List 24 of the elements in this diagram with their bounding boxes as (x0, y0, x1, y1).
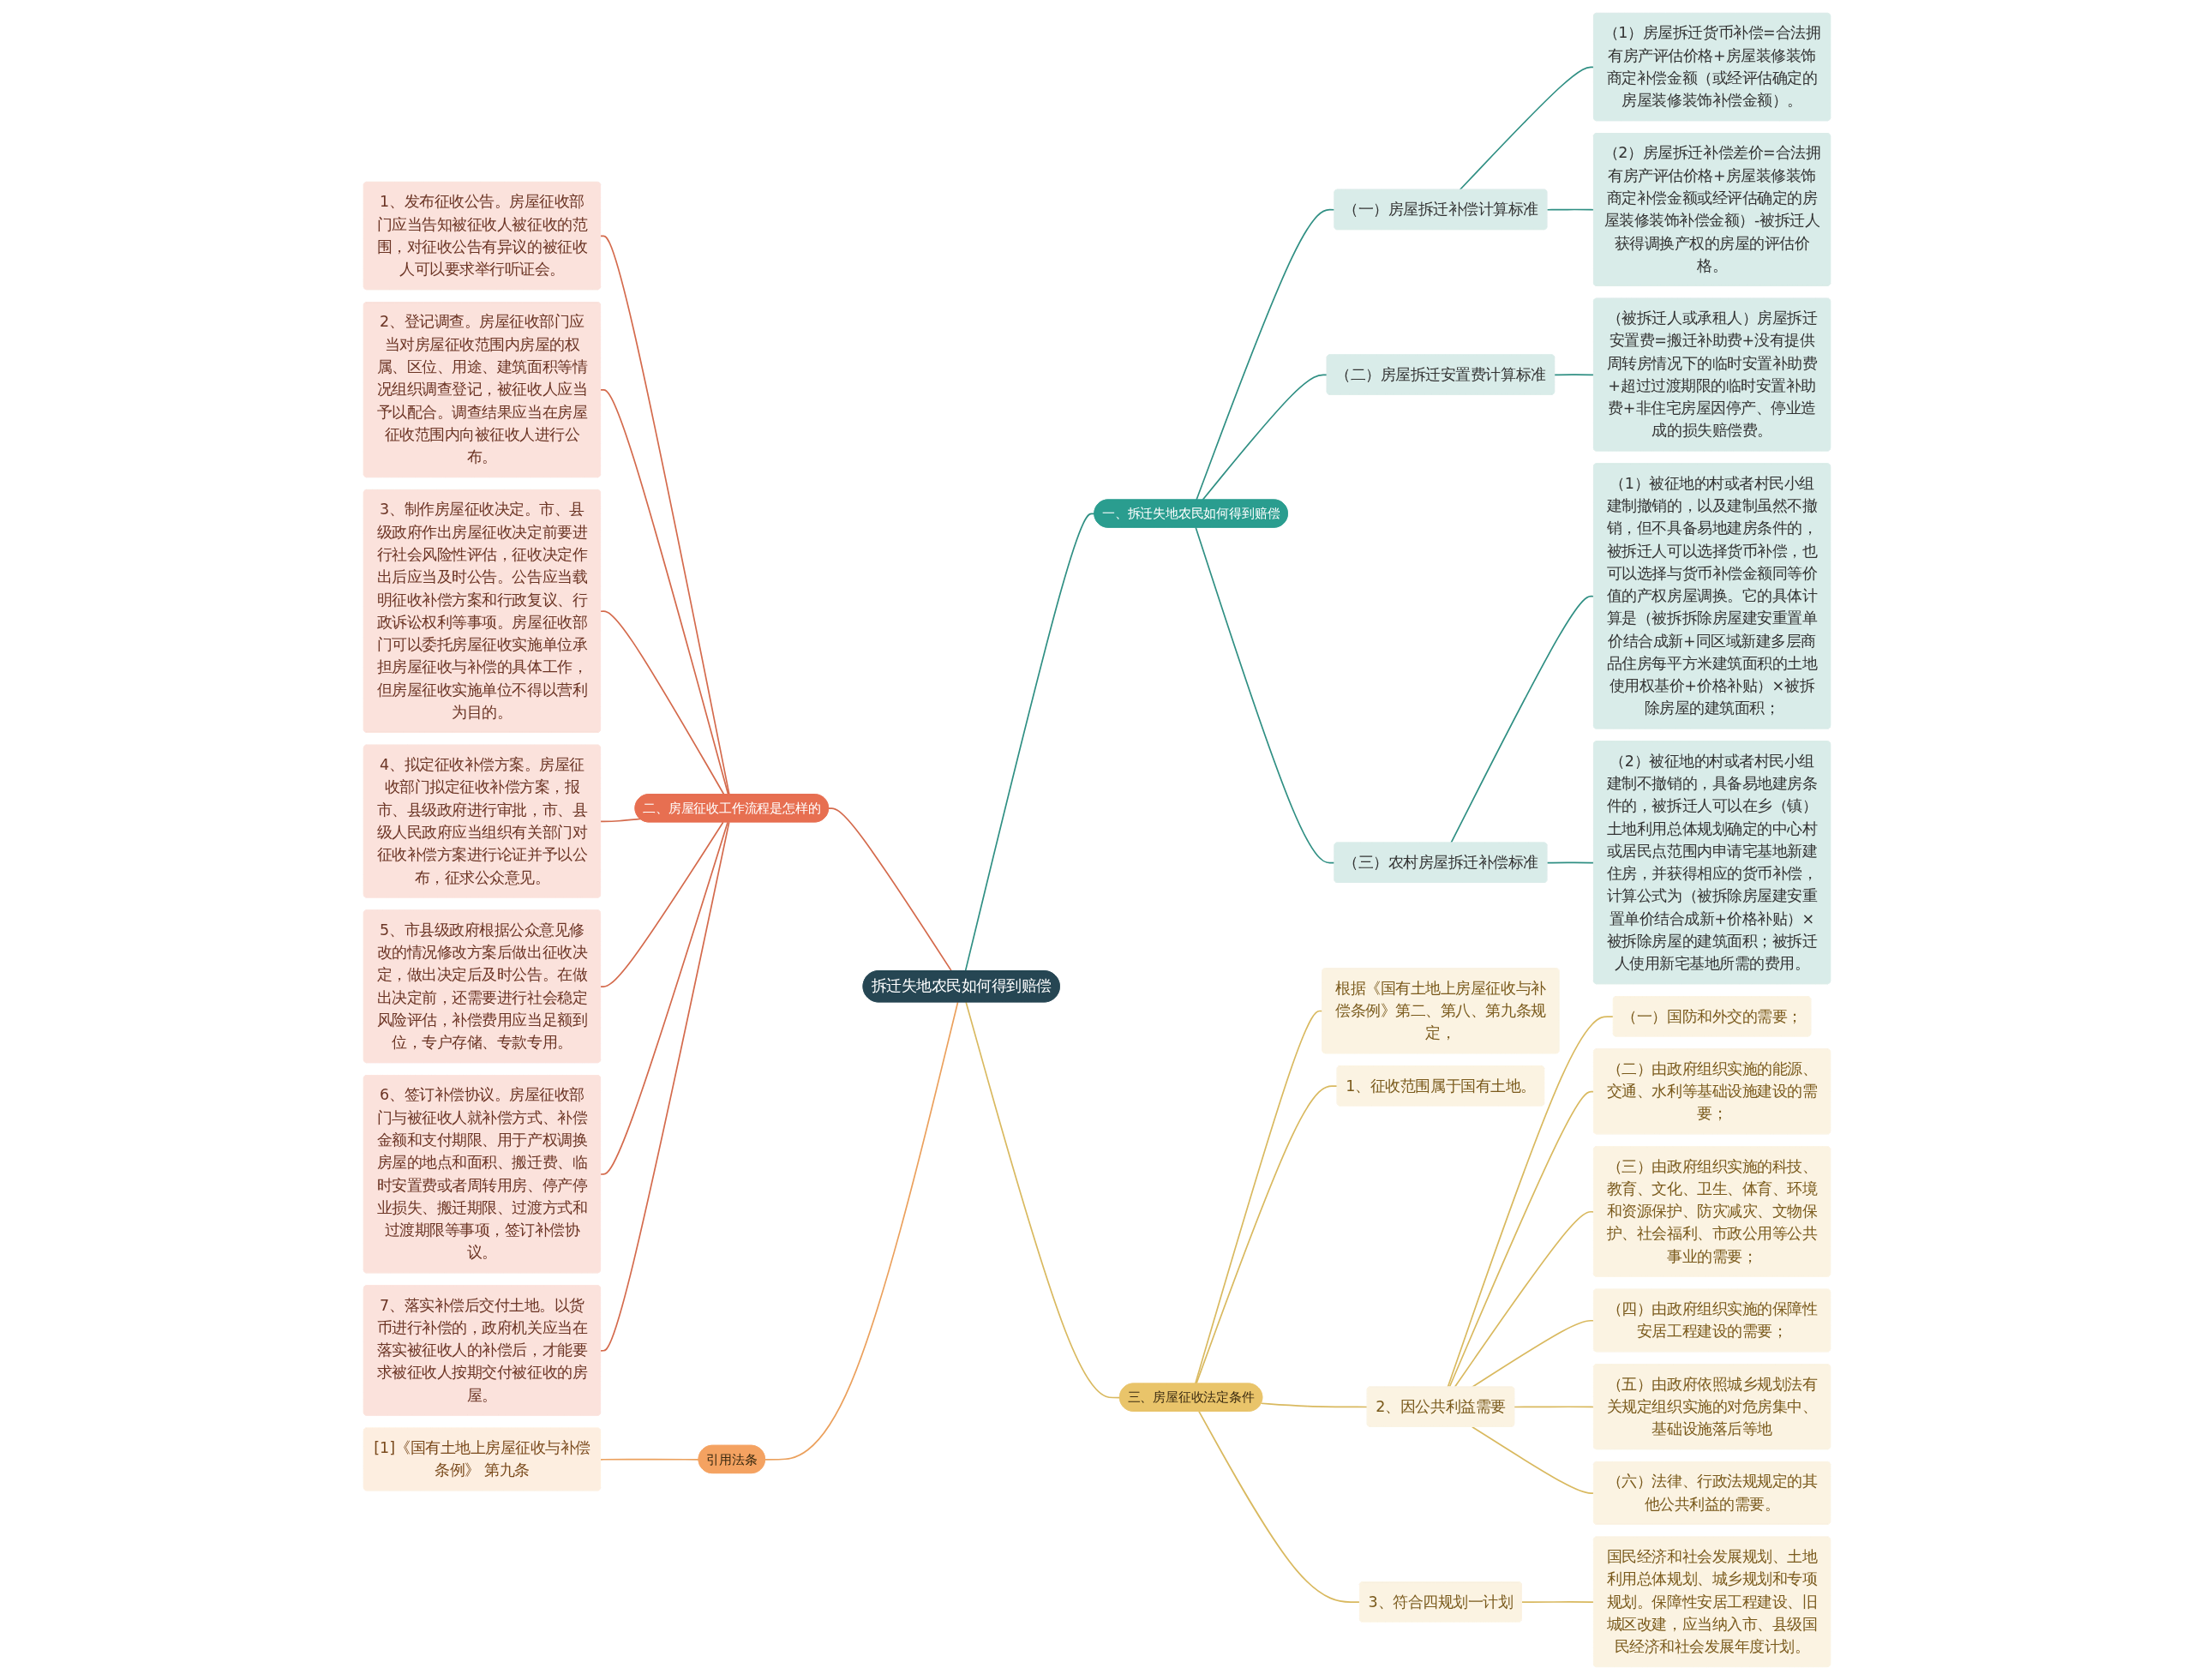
connector (1260, 1402, 1369, 1408)
connector (1450, 595, 1595, 844)
connector (600, 235, 730, 795)
connector (600, 610, 725, 795)
connector (828, 807, 953, 972)
connector (1459, 66, 1595, 191)
connector (600, 389, 729, 795)
connector (1554, 374, 1595, 376)
connector (1546, 861, 1595, 864)
connector (1471, 1425, 1595, 1495)
connector (600, 818, 641, 823)
connector (600, 821, 728, 1175)
connector (1546, 208, 1595, 211)
connector (964, 513, 1095, 972)
connector (965, 1001, 1121, 1399)
connector (1198, 1410, 1361, 1603)
connector (600, 821, 730, 1352)
connector (600, 1458, 700, 1461)
connector (1195, 526, 1336, 864)
connector (764, 1001, 959, 1461)
connector (1520, 1601, 1595, 1603)
connector (1196, 1085, 1339, 1385)
connector (1514, 1406, 1595, 1408)
connector (600, 821, 724, 987)
